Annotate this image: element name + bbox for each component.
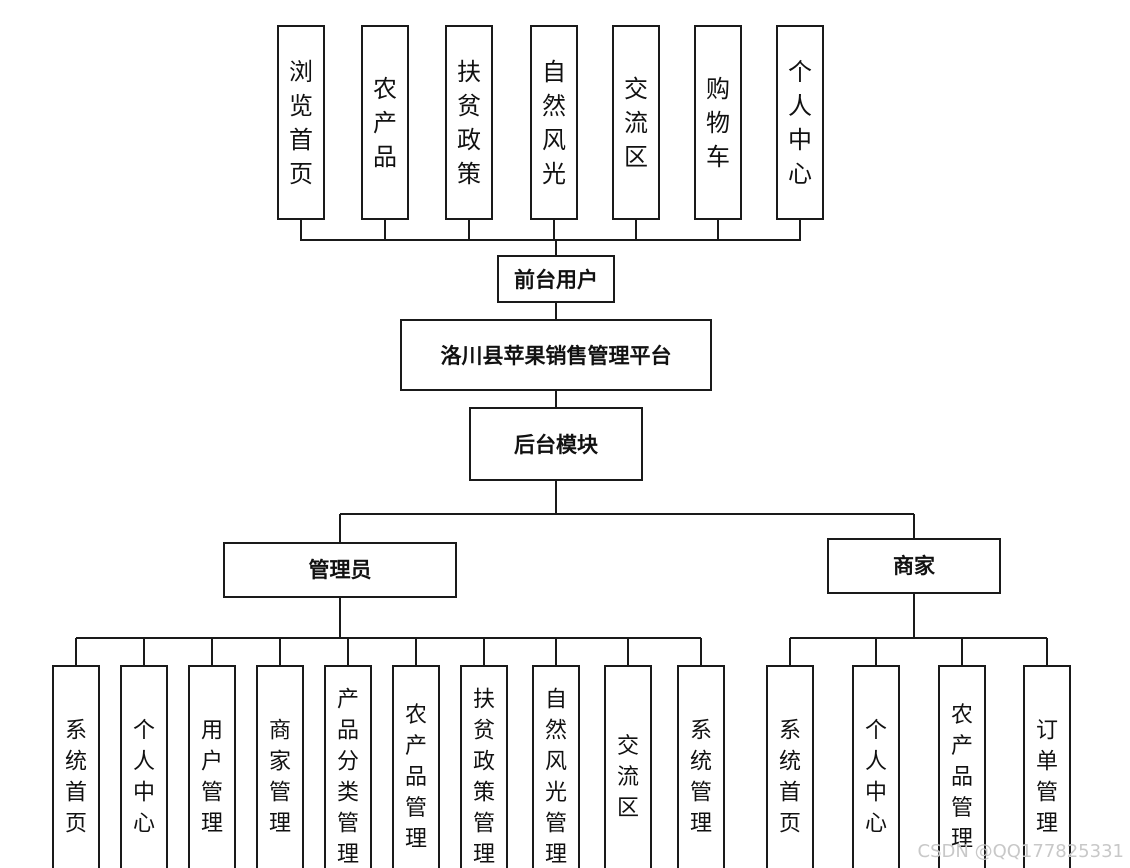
merchant-module-boxes bbox=[766, 665, 1071, 868]
top-module-label-4: 自然风光 bbox=[542, 58, 566, 188]
top-module-label-7: 个人中心 bbox=[788, 58, 812, 188]
top-module-boxes bbox=[277, 25, 824, 220]
backend-node: 后台模块 bbox=[469, 407, 643, 481]
admin-module-label-8: 自然风光管理 bbox=[545, 688, 567, 868]
top-module-label-3: 扶贫政策 bbox=[457, 58, 481, 188]
admin-connectors bbox=[75, 597, 702, 666]
merchant-module-labels: 系统首页 个人中心 农产品管理 订单管理 bbox=[779, 703, 1058, 852]
merchant-node: 商家 bbox=[827, 538, 1001, 594]
top-module-label-2: 农产品 bbox=[373, 75, 397, 171]
top-module-label-5: 交流区 bbox=[624, 75, 648, 171]
merchant-module-label-4: 订单管理 bbox=[1036, 719, 1058, 837]
admin-module-label-2: 个人中心 bbox=[133, 719, 155, 837]
watermark: CSDN @QQ177825331 bbox=[917, 841, 1124, 862]
svg-text:后台模块: 后台模块 bbox=[514, 433, 599, 457]
admin-node: 管理员 bbox=[223, 542, 457, 598]
admin-module-label-4: 商家管理 bbox=[269, 719, 291, 837]
admin-module-label-5: 产品分类管理 bbox=[337, 688, 359, 868]
admin-module-label-9: 交流区 bbox=[617, 734, 639, 821]
top-module-label-1: 浏览首页 bbox=[289, 58, 313, 188]
front-user-node: 前台用户 bbox=[497, 255, 615, 303]
admin-module-label-10: 系统管理 bbox=[690, 719, 712, 837]
merchant-module-label-2: 个人中心 bbox=[865, 719, 887, 837]
main-spine bbox=[339, 302, 915, 543]
svg-text:商家: 商家 bbox=[893, 554, 936, 578]
admin-module-label-3: 用户管理 bbox=[201, 719, 223, 837]
merchant-connectors bbox=[789, 593, 1048, 666]
admin-module-label-1: 系统首页 bbox=[65, 719, 87, 837]
merchant-module-label-3: 农产品管理 bbox=[951, 703, 973, 852]
admin-module-label-6: 农产品管理 bbox=[405, 703, 427, 852]
top-module-label-6: 购物车 bbox=[706, 75, 730, 171]
admin-module-boxes bbox=[52, 665, 725, 868]
svg-text:前台用户: 前台用户 bbox=[514, 268, 598, 292]
merchant-module-label-1: 系统首页 bbox=[779, 719, 801, 837]
top-module-labels: 浏览首页 农产品 扶贫政策 自然风光 交流区 购物车 个人中心 bbox=[289, 58, 812, 188]
platform-node: 洛川县苹果销售管理平台 bbox=[400, 319, 712, 391]
top-connectors bbox=[300, 219, 801, 256]
admin-module-labels: 系统首页 个人中心 用户管理 商家管理 产品分类管理 农产品管理 扶贫政策管理 … bbox=[65, 688, 712, 868]
svg-text:管理员: 管理员 bbox=[309, 558, 372, 582]
svg-text:洛川县苹果销售管理平台: 洛川县苹果销售管理平台 bbox=[441, 344, 672, 368]
admin-module-label-7: 扶贫政策管理 bbox=[473, 688, 495, 868]
